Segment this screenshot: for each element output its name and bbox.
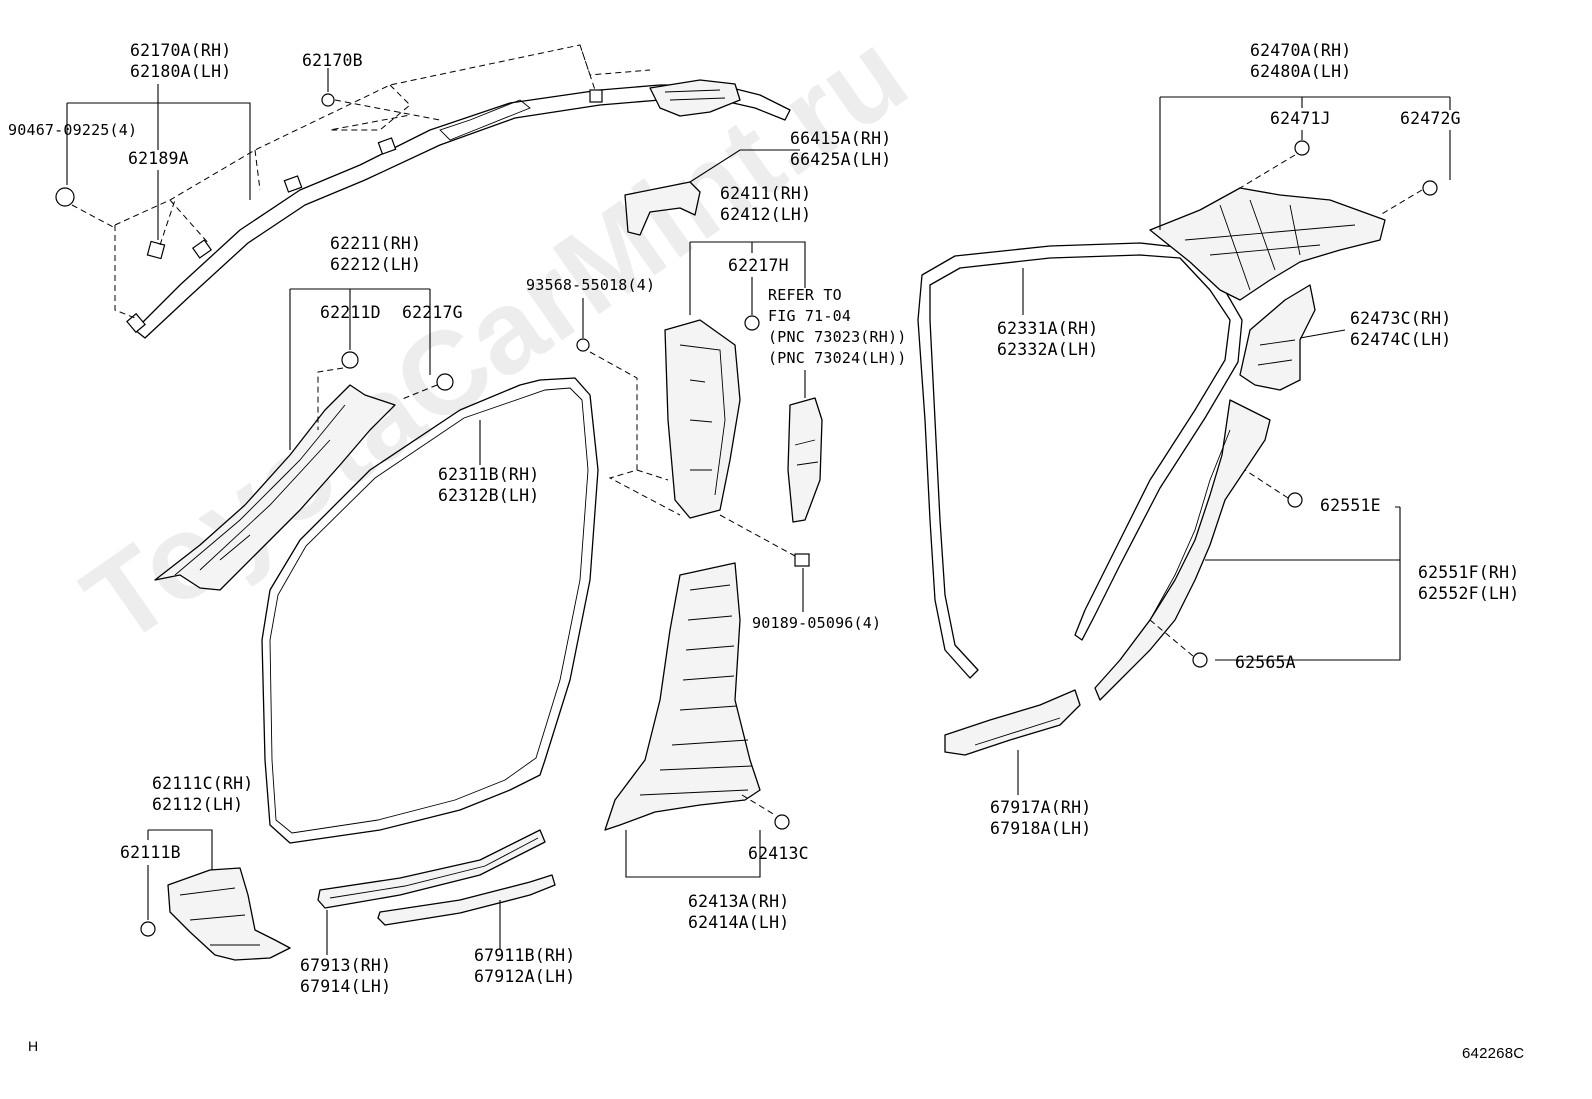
label-90189: 90189-05096(4) [752,614,882,632]
clip-62565A-icon [1192,652,1208,668]
clip-90467-icon [55,187,75,207]
clip-90189-icon [794,553,810,567]
label-62331A: 62331A(RH)62332A(LH) [997,319,1099,359]
label-62170A: 62170A(RH)62180A(LH) [130,41,232,81]
label-62217G: 62217G [402,303,463,322]
seatbelt-cover [787,397,823,523]
clip-62413C-icon [774,814,790,830]
label-66415A: 66415A(RH)66425A(LH) [790,129,892,169]
label-62189A: 62189A [128,149,189,168]
label-62217H: 62217H [728,256,789,275]
label-62551F: 62551F(RH)62552F(LH) [1418,563,1520,603]
label-62411: 62411(RH)62412(LH) [720,184,812,224]
b-pillar-upper-garnish [664,319,741,519]
label-62111B: 62111B [120,843,181,862]
label-62471J: 62471J [1270,109,1331,128]
label-62311B: 62311B(RH)62312B(LH) [438,465,540,505]
bracket-66415A [624,181,701,236]
figure-code: 642268C [1462,1045,1525,1062]
clip-62551E-icon [1287,492,1303,508]
bolt-62170B-icon [321,93,335,107]
clip-62189A-icon [146,240,166,260]
label-62472G: 62472G [1400,109,1461,128]
label-62413A: 62413A(RH)62414A(LH) [688,892,790,932]
clip-62211D-icon [341,351,359,369]
label-62170B: 62170B [302,51,363,70]
rear-door-weatherstrip [917,242,1243,679]
front-scuff-plate [317,829,546,909]
front-door-weatherstrip [261,377,599,844]
bolt-93568-icon [576,338,590,352]
label-67911B: 67911B(RH)67912A(LH) [474,946,576,986]
label-62211D: 62211D [320,303,381,322]
label-93568: 93568-55018(4) [526,276,656,294]
label-62551E: 62551E [1320,496,1381,515]
roof-airbag-dashed-outline [114,44,651,319]
b-pillar-lower-garnish [604,562,761,831]
front-kick-panel [167,867,291,961]
roof-airbag-assembly [126,79,791,339]
label-62565A: 62565A [1235,653,1296,672]
page-letter: H [28,1038,39,1054]
label-62470A: 62470A(RH)62480A(LH) [1250,41,1352,81]
rear-scuff-plate [944,689,1081,756]
front-scuff-insert [377,874,556,926]
label-90467: 90467-09225(4) [8,121,138,139]
clip-62472G-icon [1422,180,1438,196]
clip-62471J-icon [1294,140,1310,156]
label-67917A: 67917A(RH)67918A(LH) [990,798,1092,838]
label-62413C: 62413C [748,844,809,863]
label-62211: 62211(RH)62212(LH) [330,234,422,274]
clip-62217G-icon [436,373,454,391]
label-62473C: 62473C(RH)62474C(LH) [1350,309,1452,349]
a-pillar-garnish [154,384,396,591]
clip-62111B-icon [140,921,156,937]
label-67913: 67913(RH)67914(LH) [300,956,392,996]
clip-62217H-icon [744,315,760,331]
c-pillar-garnish [1149,187,1386,301]
quarter-bracket-62473C [1239,284,1316,391]
label-62111C: 62111C(RH)62112(LH) [152,774,254,814]
